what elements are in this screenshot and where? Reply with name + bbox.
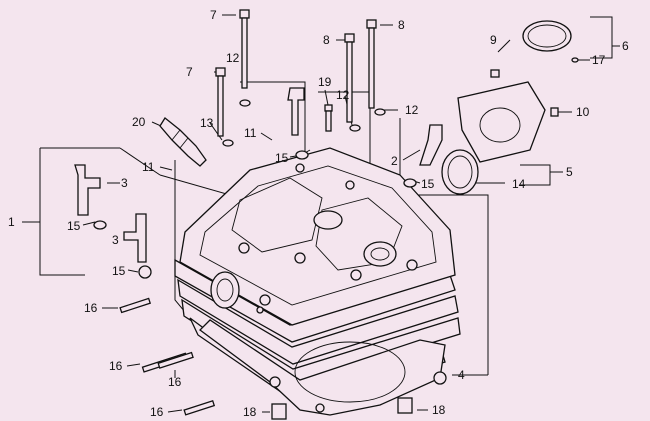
callout-3: 3 xyxy=(112,233,119,247)
callout-11: 11 xyxy=(244,126,257,140)
callout-7: 7 xyxy=(210,8,217,22)
callout-10: 10 xyxy=(576,105,590,119)
callout-12: 12 xyxy=(405,103,419,117)
callout-16: 16 xyxy=(168,375,182,389)
callout-13: 13 xyxy=(200,116,214,130)
callout-16: 16 xyxy=(109,359,123,373)
callout-5: 5 xyxy=(566,165,573,179)
callout-6: 6 xyxy=(622,39,629,53)
spark-plug xyxy=(159,117,207,167)
callout-11: 11 xyxy=(142,160,155,174)
bolts xyxy=(215,9,559,137)
callout-8: 8 xyxy=(398,18,405,32)
callout-labels: 7 8 8 9 6 12 17 7 19 12 12 10 20 13 11 1… xyxy=(8,8,629,419)
callout-3: 3 xyxy=(121,176,128,190)
callout-15: 15 xyxy=(112,264,126,278)
callout-9: 9 xyxy=(490,33,497,47)
pipes xyxy=(74,87,443,263)
callout-15: 15 xyxy=(67,219,81,233)
callout-17: 17 xyxy=(592,53,606,67)
callout-8: 8 xyxy=(323,33,330,47)
callout-19: 19 xyxy=(318,75,332,89)
callout-14: 14 xyxy=(512,177,526,191)
callout-16: 16 xyxy=(84,301,98,315)
callout-12: 12 xyxy=(336,88,350,102)
callout-18: 18 xyxy=(243,405,257,419)
callout-16: 16 xyxy=(150,405,164,419)
callout-18: 18 xyxy=(432,403,446,417)
callout-2: 2 xyxy=(391,154,398,168)
callout-1: 1 xyxy=(8,215,15,229)
studs-and-collars xyxy=(119,297,413,420)
callout-15: 15 xyxy=(275,151,289,165)
cylinder-head xyxy=(174,147,461,416)
washers xyxy=(93,57,579,279)
intake-assembly xyxy=(441,20,572,195)
callout-4: 4 xyxy=(458,368,465,382)
callout-15: 15 xyxy=(421,177,435,191)
callout-7: 7 xyxy=(186,65,193,79)
callout-12: 12 xyxy=(226,51,240,65)
callout-20: 20 xyxy=(132,115,146,129)
